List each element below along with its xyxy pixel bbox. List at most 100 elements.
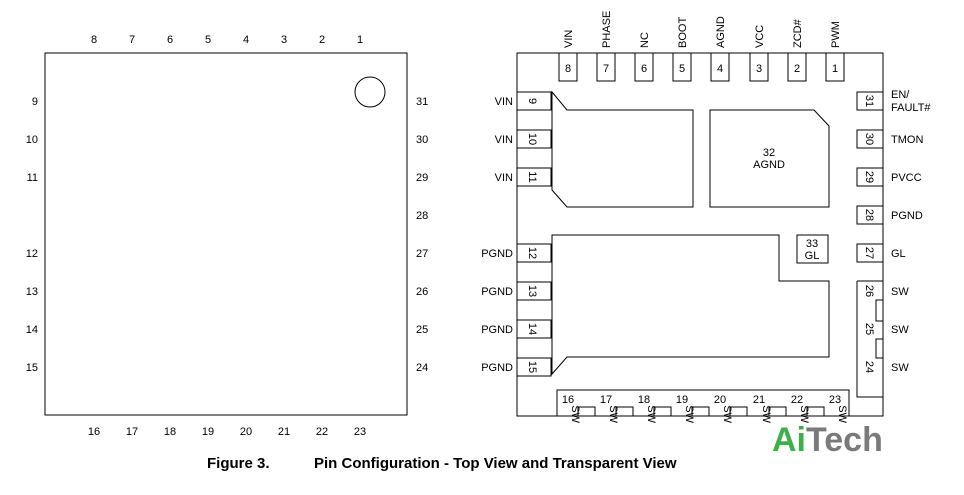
pin-name: PGND bbox=[481, 286, 513, 298]
pin-name: VIN bbox=[495, 96, 513, 108]
pin-number: 8 bbox=[565, 63, 571, 75]
pin-pad bbox=[787, 52, 807, 82]
pin-number: 7 bbox=[603, 63, 609, 75]
pin-number-label: 1 bbox=[357, 34, 363, 46]
pin-pad bbox=[558, 52, 578, 82]
pin-pad bbox=[516, 167, 552, 187]
pin-number: 6 bbox=[641, 63, 647, 75]
sw-pin-group-right bbox=[856, 280, 883, 398]
pin-number: 30 bbox=[863, 133, 875, 145]
pin-name: SW bbox=[798, 405, 810, 423]
gl-pad-name: GL bbox=[805, 250, 820, 262]
pin-number: 29 bbox=[863, 171, 875, 183]
pin-number-label: 28 bbox=[416, 210, 428, 222]
pin-number: 17 bbox=[600, 394, 612, 406]
pin-name: AGND bbox=[715, 16, 727, 48]
pin-number-label: 20 bbox=[240, 426, 252, 438]
pin-name: SW bbox=[607, 405, 619, 423]
pin-pad bbox=[825, 52, 845, 82]
pin-number: 23 bbox=[829, 394, 841, 406]
pin-number-label: 22 bbox=[316, 426, 328, 438]
pin-number: 9 bbox=[526, 98, 538, 104]
pin-pad bbox=[856, 167, 884, 187]
pin-number-label: 27 bbox=[416, 248, 428, 260]
pin-gap-notch bbox=[615, 406, 634, 417]
pin-number: 25 bbox=[863, 323, 875, 335]
pin-number-label: 13 bbox=[26, 286, 38, 298]
pin-name: PGND bbox=[481, 362, 513, 374]
pin-number-label: 17 bbox=[126, 426, 138, 438]
pin-number-label: 16 bbox=[88, 426, 100, 438]
pin-number-label: 7 bbox=[129, 34, 135, 46]
agnd-pad-number: 32 bbox=[763, 147, 775, 159]
pin-number-label: 2 bbox=[319, 34, 325, 46]
pin-number-label: 6 bbox=[167, 34, 173, 46]
pin-number: 5 bbox=[679, 63, 685, 75]
pin-name: SW bbox=[683, 405, 695, 423]
gl-pad-number: 33 bbox=[806, 238, 818, 250]
pin-pad bbox=[516, 319, 552, 339]
pin-number: 20 bbox=[714, 394, 726, 406]
pin-name: EN/ bbox=[891, 89, 910, 101]
pin-number-label: 10 bbox=[26, 134, 38, 146]
pin-name: SW bbox=[645, 405, 657, 423]
pin-gap-notch bbox=[806, 406, 825, 417]
pin-number: 24 bbox=[863, 361, 875, 373]
pin-number-label: 29 bbox=[416, 172, 428, 184]
pin-number: 11 bbox=[526, 171, 538, 182]
pin-name: NC bbox=[639, 32, 651, 48]
pin-number: 2 bbox=[794, 63, 800, 75]
figure-label: Figure 3. bbox=[207, 455, 270, 472]
pin-number: 13 bbox=[526, 285, 538, 297]
pin-number: 31 bbox=[863, 95, 875, 107]
pin-number-label: 25 bbox=[416, 324, 428, 336]
pin-number-label: 11 bbox=[27, 172, 38, 184]
pin-name: SW bbox=[891, 286, 909, 298]
pin-number-label: 30 bbox=[416, 134, 428, 146]
pin-pad bbox=[856, 129, 884, 149]
pin-pad bbox=[516, 91, 552, 111]
pin-number-label: 5 bbox=[205, 34, 211, 46]
pin-number: 4 bbox=[717, 63, 723, 75]
pin-name: PWM bbox=[830, 21, 842, 48]
pin-name: VCC bbox=[754, 25, 766, 48]
pin-number: 21 bbox=[753, 394, 765, 406]
pin-number-label: 14 bbox=[26, 324, 38, 336]
pin-pad bbox=[749, 52, 769, 82]
pin-pad bbox=[856, 243, 884, 263]
pin-number-label: 15 bbox=[26, 362, 38, 374]
pin-number-label: 21 bbox=[278, 426, 290, 438]
watermark-logo: AiTech bbox=[772, 421, 883, 459]
sw-paddle bbox=[551, 234, 830, 376]
pin-pad bbox=[634, 52, 654, 82]
pin-number: 12 bbox=[526, 247, 538, 259]
pin-name: BOOT bbox=[677, 17, 689, 48]
pin-number: 27 bbox=[863, 247, 875, 259]
pin-number-label: 19 bbox=[202, 426, 214, 438]
agnd-pad-name: AGND bbox=[753, 159, 785, 171]
pin-name: FAULT# bbox=[891, 102, 931, 114]
pin-number-label: 3 bbox=[281, 34, 287, 46]
pin-name: SW bbox=[569, 405, 581, 423]
pin-number: 28 bbox=[863, 209, 875, 221]
top-view-package-outline bbox=[44, 52, 408, 416]
pin-number-label: 9 bbox=[32, 96, 38, 108]
pin-pad bbox=[710, 52, 730, 82]
pin-number: 15 bbox=[526, 361, 538, 373]
pin-number: 10 bbox=[526, 133, 538, 145]
watermark-logo-ai: Ai bbox=[772, 421, 806, 459]
gl-pad bbox=[796, 234, 829, 264]
pin-number: 14 bbox=[526, 323, 538, 335]
pin-number: 19 bbox=[676, 394, 688, 406]
pin-name: SW bbox=[760, 405, 772, 423]
pin-pad bbox=[596, 52, 616, 82]
pin-number: 26 bbox=[863, 285, 875, 297]
sw-pin-strip-bottom bbox=[556, 389, 850, 416]
